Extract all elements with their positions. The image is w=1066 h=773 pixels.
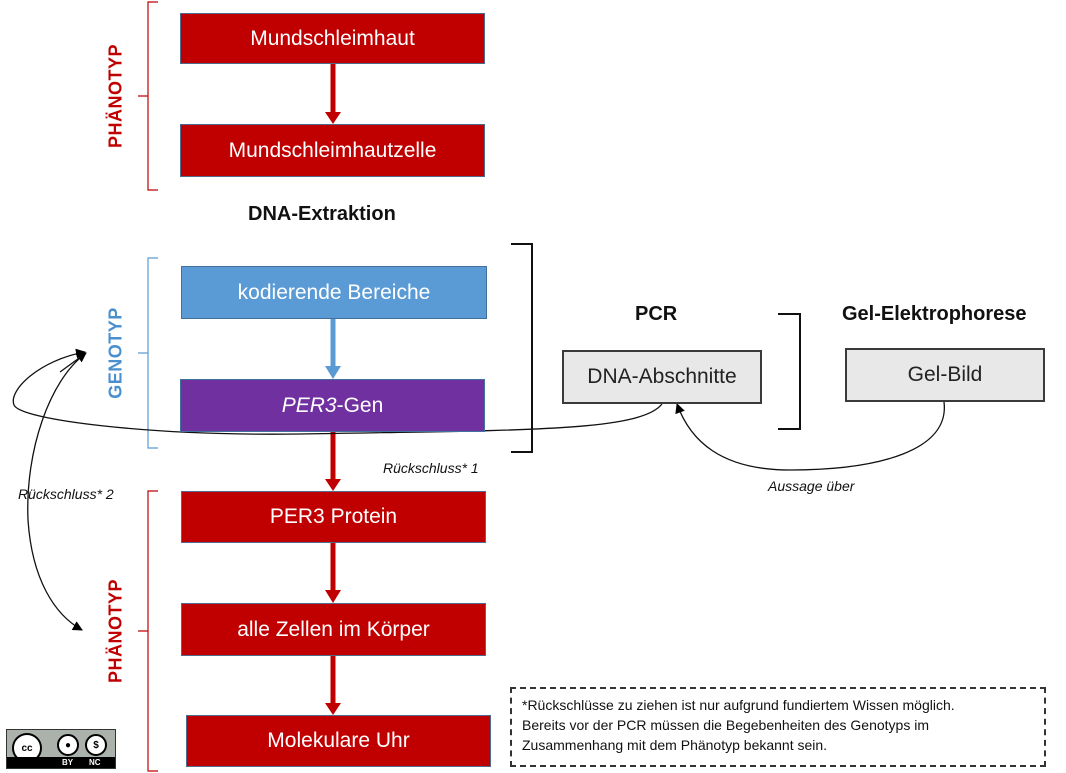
- box-gel-bild: Gel-Bild: [845, 348, 1045, 402]
- box-kodierende-bereiche: kodierende Bereiche: [181, 266, 487, 319]
- aussage-curve: [675, 401, 945, 471]
- label-aussage-ueber: Aussage über: [768, 478, 855, 494]
- nc-dollar-icon: $: [85, 734, 107, 756]
- bracket-pcr-gel: [778, 313, 801, 430]
- rueckschluss-1-curve: [12, 348, 663, 435]
- label-phaenotyp-bottom: PHÄNOTYP: [105, 578, 126, 684]
- label-rueckschluss-2: Rückschluss* 2: [18, 486, 114, 502]
- box-per3-gen: PER3-Gen: [180, 379, 485, 432]
- box-dna-abschnitte: DNA-Abschnitte: [562, 350, 762, 404]
- box-mundschleimhautzelle: Mundschleimhautzelle: [180, 124, 485, 177]
- per3-gen-italic: PER3: [281, 393, 337, 417]
- footnote-line-2: Bereits vor der PCR müssen die Begebenhe…: [522, 717, 929, 733]
- heading-gel-elektrophorese: Gel-Elektrophorese: [842, 303, 1027, 325]
- bracket-phaenotyp-bottom: [138, 490, 158, 772]
- bracket-phaenotyp-top: [138, 1, 158, 191]
- bracket-genotyp-right: [511, 243, 533, 453]
- box-alle-zellen: alle Zellen im Körper: [181, 603, 486, 656]
- label-rueckschluss-1: Rückschluss* 1: [383, 460, 479, 476]
- cc-by-nc-icon: cc ● $ BY NC: [6, 729, 116, 769]
- flow-arrow: [325, 319, 341, 379]
- by-person-icon: ●: [57, 734, 79, 756]
- cc-by-text: BY: [62, 758, 74, 767]
- cc-nc-text: NC: [89, 758, 101, 767]
- footnote-box: *Rückschlüsse zu ziehen ist nur aufgrund…: [510, 687, 1046, 767]
- box-mundschleimhaut: Mundschleimhaut: [180, 13, 485, 64]
- label-genotyp: GENOTYP: [105, 307, 126, 399]
- box-per3-protein: PER3 Protein: [181, 491, 486, 543]
- rueckschluss-2-curve: [27, 353, 86, 631]
- flow-arrow: [325, 432, 341, 491]
- footnote-line-1: *Rückschlüsse zu ziehen ist nur aufgrund…: [522, 697, 955, 713]
- heading-pcr: PCR: [635, 303, 678, 325]
- footnote-line-3: Zusammenhang mit dem Phänotyp bekannt se…: [522, 737, 828, 753]
- label-phaenotyp-top: PHÄNOTYP: [105, 43, 126, 149]
- per3-gen-suffix: -Gen: [336, 393, 384, 417]
- flow-arrow: [325, 656, 341, 715]
- flow-arrow: [325, 543, 341, 603]
- box-molekulare-uhr: Molekulare Uhr: [186, 715, 491, 767]
- flow-arrow: [325, 64, 341, 124]
- cc-badge-bar: [7, 757, 115, 768]
- bracket-genotyp: [138, 257, 158, 449]
- heading-dna-extraktion: DNA-Extraktion: [248, 203, 396, 225]
